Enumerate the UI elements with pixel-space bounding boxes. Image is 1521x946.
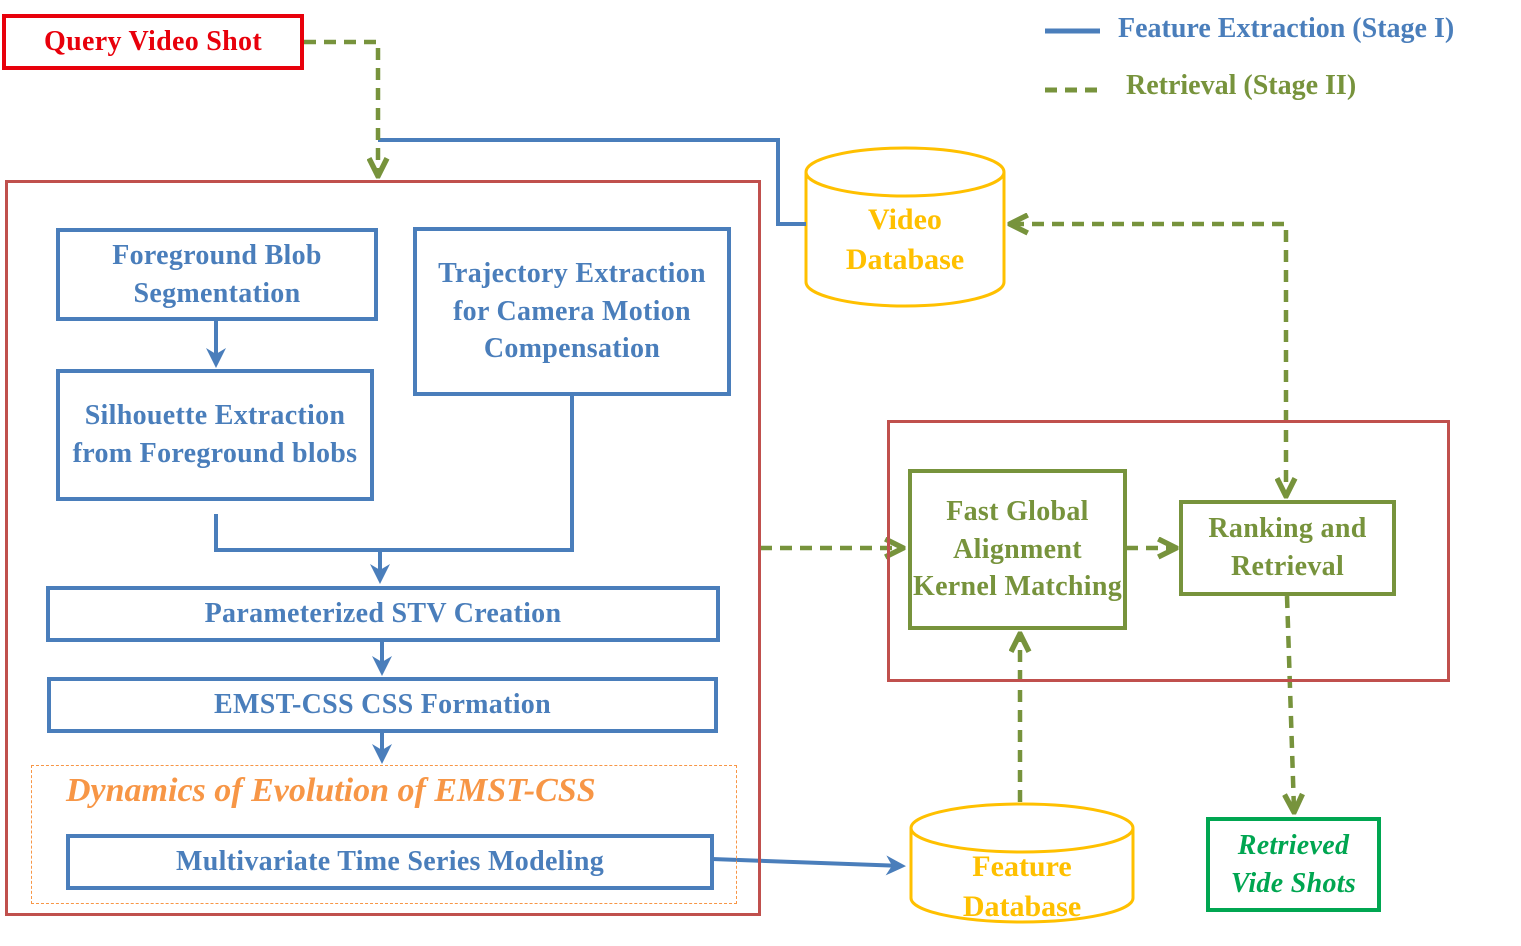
query-to-frame-arrow	[304, 39, 378, 174]
query-video-shot: Query Video Shot	[2, 14, 304, 70]
feature-database-label: Feature Database	[962, 850, 1082, 923]
silhouette-extraction-box: Silhouette Extraction from Foreground bl…	[56, 369, 374, 501]
retrieval-frame	[887, 420, 1450, 682]
silhouette-to-stv-line	[214, 514, 380, 552]
emst-css-formation-box: EMST-CSS CSS Formation	[47, 677, 718, 733]
fast-global-alignment-box: Fast Global Alignment Kernel Matching	[908, 469, 1127, 630]
feature-database-cylinder	[909, 802, 1135, 924]
dynamics-frame	[31, 765, 737, 904]
ranking-retrieval-box: Ranking and Retrieval	[1179, 500, 1396, 596]
video-db-to-frame-line	[378, 138, 806, 226]
ranking-to-output-arrow	[1287, 595, 1294, 810]
legend-solid-label: Feature Extraction (Stage I)	[1118, 13, 1455, 44]
video-database-label: Video Database	[845, 203, 965, 276]
mts-to-feature-db-arrow	[711, 855, 906, 876]
trajectory-to-stv-line	[380, 395, 574, 552]
foreground-blob-segmentation-box: Foreground Blob Segmentation	[56, 228, 378, 321]
video-db-ranking-arrow	[1012, 224, 1286, 494]
mts-modeling-box: Multivariate Time Series Modeling	[66, 834, 714, 890]
trajectory-extraction-box: Trajectory Extraction for Camera Motion …	[413, 227, 731, 396]
legend-dashed-label: Retrieval (Stage II)	[1126, 70, 1357, 101]
stv-creation-box: Parameterized STV Creation	[46, 586, 720, 642]
dynamics-title: Dynamics of Evolution of EMST-CSS	[66, 772, 596, 809]
retrieved-video-shots: Retrieved Vide Shots	[1206, 817, 1381, 912]
feature-extraction-frame	[5, 180, 761, 916]
video-database-cylinder	[804, 146, 1006, 308]
